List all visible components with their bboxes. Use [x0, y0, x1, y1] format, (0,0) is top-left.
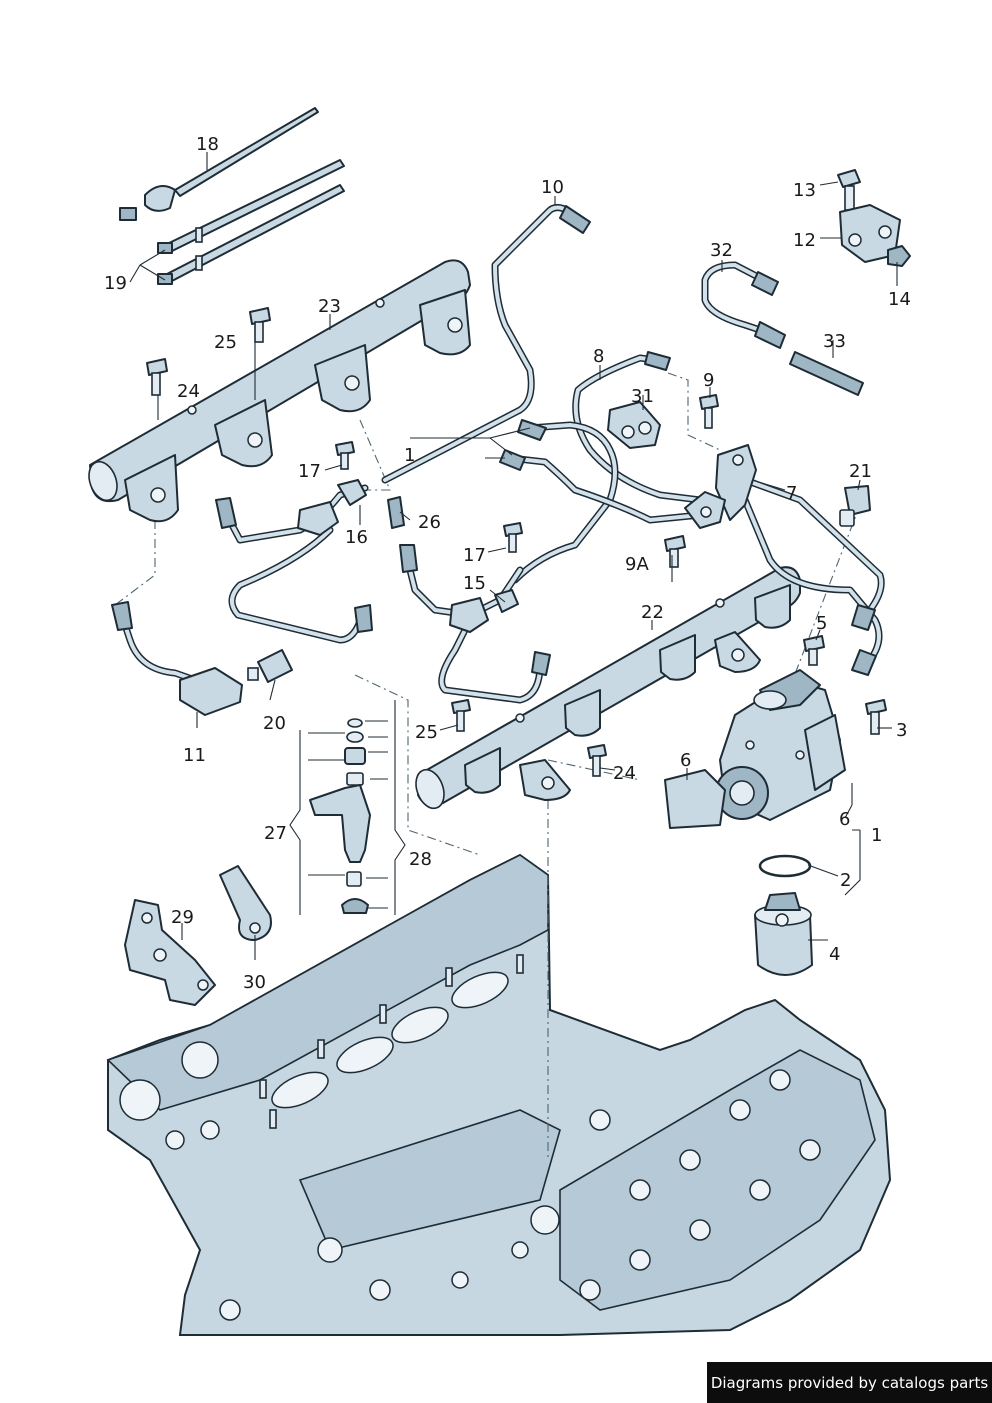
callout-32: 32	[710, 240, 733, 261]
fuel-rail-23	[88, 259, 471, 523]
bolt-17-lower	[503, 522, 523, 553]
bolt-9a-screw	[664, 535, 686, 568]
callout-1-lower: 1	[871, 825, 882, 846]
callout-4: 4	[829, 944, 840, 965]
o-ring-2	[758, 854, 812, 878]
callout-18: 18	[196, 134, 219, 155]
nut-14	[887, 245, 911, 267]
callout-24-lower: 24	[613, 763, 636, 784]
engine-block	[106, 853, 892, 1336]
high-pressure-pump-6	[664, 669, 846, 829]
bolt-5	[803, 635, 825, 666]
sensor-20	[247, 649, 293, 683]
callout-2: 2	[840, 870, 851, 891]
fuel-line-10	[381, 204, 591, 484]
bolt-3	[865, 699, 887, 735]
callout-30: 30	[243, 972, 266, 993]
callout-28: 28	[409, 849, 432, 870]
callout-1-upper: 1	[404, 445, 415, 466]
cable-tie-18	[119, 107, 319, 221]
callout-11: 11	[183, 745, 206, 766]
callout-27: 27	[264, 823, 287, 844]
bracket-29	[124, 899, 216, 1006]
fuel-line-11	[111, 601, 243, 716]
callout-9a: 9A	[625, 554, 649, 575]
callout-7: 7	[786, 483, 797, 504]
callout-22: 22	[641, 602, 664, 623]
bolt-25-upper	[249, 307, 271, 343]
callout-33: 33	[823, 331, 846, 352]
injector-27	[309, 718, 371, 914]
callout-17-lower: 17	[463, 545, 486, 566]
clip-31	[607, 401, 661, 449]
callout-19: 19	[104, 273, 127, 294]
block-studs	[259, 954, 524, 1129]
cable-tie-19	[157, 159, 345, 285]
fuel-line-16	[215, 484, 373, 644]
clamp-16	[337, 479, 367, 506]
callout-5: 5	[816, 613, 827, 634]
callout-31: 31	[631, 386, 654, 407]
roller-tappet-4	[754, 892, 813, 976]
bracket-30	[219, 865, 272, 941]
bracket-12	[839, 204, 901, 263]
bolt-25-lower	[451, 699, 471, 732]
bracket-9a	[684, 491, 726, 529]
sleeve-33	[789, 351, 864, 396]
bolt-24-upper	[146, 358, 168, 396]
callout-21: 21	[849, 461, 872, 482]
fuel-rail-22	[415, 566, 801, 810]
bolt-24-lower	[587, 744, 607, 777]
callout-25-upper: 25	[214, 332, 237, 353]
callout-17-upper: 17	[298, 461, 321, 482]
fuel-line-8	[499, 351, 704, 584]
callout-12: 12	[793, 230, 816, 251]
callout-8: 8	[593, 346, 604, 367]
bolt-9	[699, 394, 719, 429]
callout-23: 23	[318, 296, 341, 317]
callout-26: 26	[418, 512, 441, 533]
callout-3: 3	[896, 720, 907, 741]
fuel-line-32	[701, 261, 786, 349]
leader-lines	[129, 152, 898, 960]
clamp-15	[494, 589, 519, 613]
watermark-banner: Diagrams provided by catalogs parts	[707, 1362, 992, 1403]
callout-24-upper: 24	[177, 381, 200, 402]
fuel-line-1	[741, 476, 885, 676]
bracket-7	[715, 444, 757, 521]
callout-9: 9	[703, 370, 714, 391]
callout-25-lower: 25	[415, 722, 438, 743]
callout-10: 10	[541, 177, 564, 198]
cylinder-bores	[119, 971, 821, 1321]
callout-20: 20	[263, 713, 286, 734]
callout-13: 13	[793, 180, 816, 201]
callout-labels: 18 19 10 13 12 14 32 33 8 9 31 23 25 24 …	[104, 134, 911, 993]
callout-6-right: 6	[839, 809, 850, 830]
bolt-17-upper	[335, 441, 355, 470]
callout-14: 14	[888, 289, 911, 310]
callout-16: 16	[345, 527, 368, 548]
connector-26	[387, 496, 405, 529]
pressure-sensor-21	[839, 485, 871, 527]
callout-15: 15	[463, 573, 486, 594]
callout-29: 29	[171, 907, 194, 928]
callout-6-left: 6	[680, 750, 691, 771]
bolt-13	[837, 169, 861, 211]
